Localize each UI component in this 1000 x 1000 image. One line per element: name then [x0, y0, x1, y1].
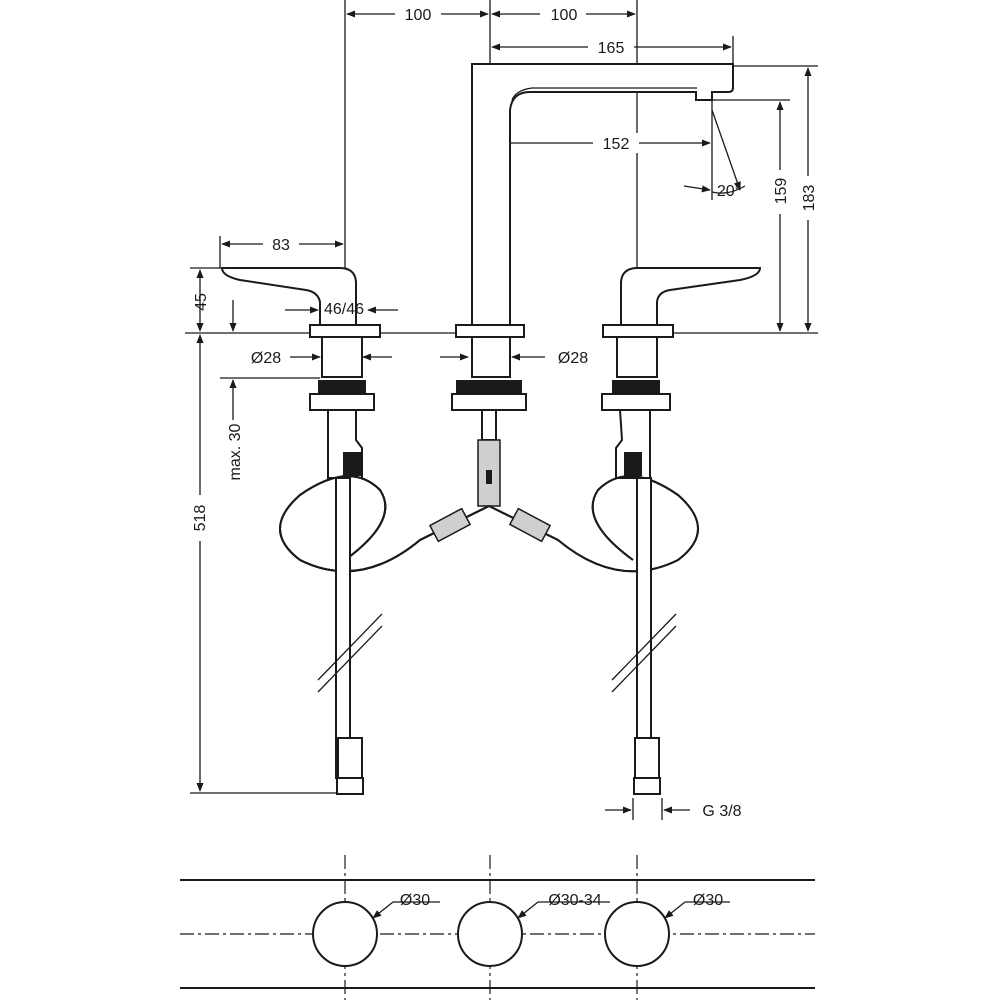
hole-center-label: Ø30-34 [548, 892, 601, 909]
dim-left-to-center: 100 [405, 7, 432, 24]
spout [455, 63, 734, 378]
hoses [279, 475, 699, 573]
extension-lines [185, 0, 818, 820]
dim-handle-length: 83 [272, 237, 290, 254]
left-handle [220, 267, 381, 378]
dim-aerator-height: 159 [773, 178, 790, 205]
hole-center [457, 901, 523, 967]
hole-right [604, 901, 670, 967]
right-handle [602, 267, 762, 378]
dim-handle-clearance: 46/46 [324, 301, 364, 318]
dim-total-length: 518 [192, 505, 209, 532]
dim-flow-angle: 20° [717, 183, 741, 200]
dim-spout-reach: 165 [598, 40, 625, 57]
valve-bodies [327, 409, 651, 507]
dim-aerator-reach: 152 [603, 136, 630, 153]
hole-left-label: Ø30 [400, 892, 430, 909]
dimension-labels: 100 100 165 152 83 45 46/46 Ø28 Ø28 max.… [190, 4, 818, 820]
dim-center-to-right: 100 [551, 7, 578, 24]
hole-plan-view: Ø30 Ø30-34 Ø30 [180, 855, 815, 1000]
dim-max-thickness: max. 30 [227, 423, 244, 480]
dim-left-diameter: Ø28 [251, 350, 281, 367]
hole-left [312, 901, 378, 967]
dim-right-diameter: Ø28 [558, 350, 588, 367]
mounting-nuts [309, 380, 671, 411]
dim-thread: G 3/8 [702, 803, 741, 820]
hole-right-label: Ø30 [693, 892, 723, 909]
dim-handle-height: 45 [193, 293, 210, 311]
dim-spout-height: 183 [801, 185, 818, 212]
supply-pipes [317, 477, 677, 795]
